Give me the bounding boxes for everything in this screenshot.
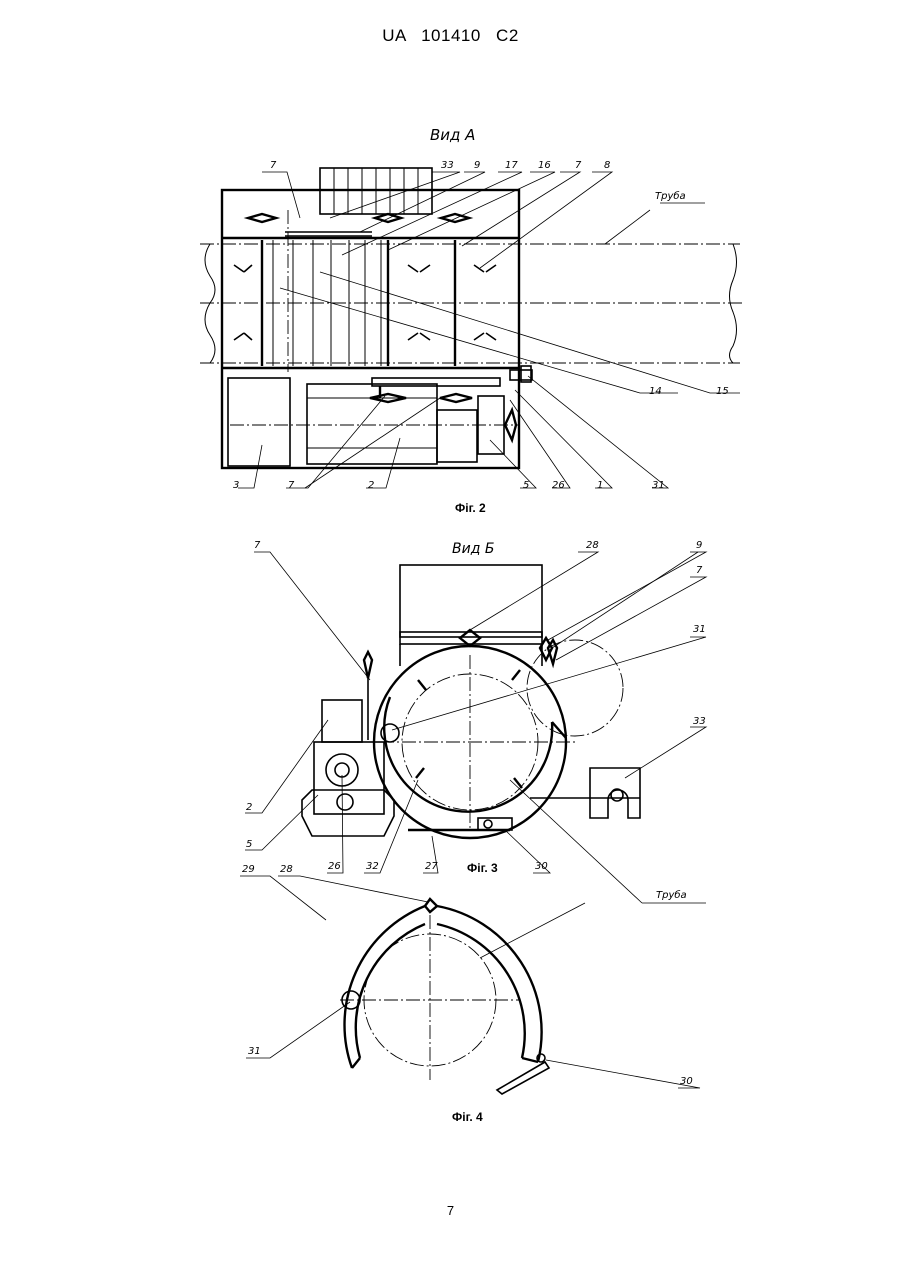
svg-text:16: 16 [538, 160, 551, 171]
figure-2: Вид А [200, 126, 745, 515]
svg-text:5: 5 [523, 480, 529, 491]
motor-2 [307, 384, 437, 464]
labels-fig3: 7 28 9 7 31 33 2 5 26 32 27 30 [246, 540, 706, 872]
caption-fig4: Фіг. 4 [452, 1110, 483, 1124]
svg-text:2: 2 [246, 802, 252, 813]
svg-text:26: 26 [552, 480, 565, 491]
svg-text:29: 29 [242, 864, 255, 875]
svg-text:14: 14 [649, 386, 662, 397]
compartment-3 [228, 378, 290, 466]
svg-text:27: 27 [425, 861, 438, 872]
svg-text:31: 31 [693, 624, 706, 635]
cartridge-fig3 [400, 565, 542, 637]
svg-text:17: 17 [505, 160, 518, 171]
leaders-fig3 [245, 552, 706, 903]
svg-text:30: 30 [680, 1076, 693, 1087]
svg-text:31: 31 [652, 480, 665, 491]
pipe-label-fig3: Труба [656, 889, 687, 901]
labels-fig4: 29 28 31 30 [242, 864, 693, 1087]
svg-text:9: 9 [696, 540, 702, 551]
figure-3: Вид Б [245, 540, 706, 903]
svg-text:26: 26 [328, 861, 341, 872]
svg-text:3: 3 [233, 480, 239, 491]
latch-30 [497, 1062, 549, 1094]
view-title-b: Вид Б [452, 541, 494, 557]
bracket-33 [590, 768, 640, 818]
svg-text:28: 28 [280, 864, 293, 875]
figure-4: 29 28 31 30 Фіг. 4 [240, 864, 700, 1124]
page-number: 7 [0, 1203, 901, 1218]
leaders-fig4 [240, 876, 700, 1088]
pipe-label-fig2: Труба [655, 190, 686, 202]
svg-text:15: 15 [716, 386, 729, 397]
caption-fig2: Фіг. 2 [455, 501, 486, 515]
svg-text:33: 33 [693, 716, 706, 727]
svg-text:7: 7 [575, 160, 582, 171]
svg-text:7: 7 [254, 540, 261, 551]
svg-text:30: 30 [535, 861, 548, 872]
view-title-a: Вид А [430, 126, 475, 144]
svg-text:9: 9 [474, 160, 480, 171]
caption-fig3: Фіг. 3 [467, 861, 498, 875]
svg-text:31: 31 [248, 1046, 261, 1057]
contact-pads [416, 670, 522, 788]
svg-text:33: 33 [441, 160, 454, 171]
svg-text:7: 7 [270, 160, 277, 171]
svg-text:5: 5 [246, 839, 252, 850]
svg-text:7: 7 [696, 565, 703, 576]
svg-text:32: 32 [366, 861, 379, 872]
svg-text:8: 8 [604, 160, 610, 171]
svg-text:28: 28 [586, 540, 599, 551]
svg-text:7: 7 [288, 480, 295, 491]
svg-text:1: 1 [597, 480, 603, 491]
svg-text:2: 2 [368, 480, 374, 491]
